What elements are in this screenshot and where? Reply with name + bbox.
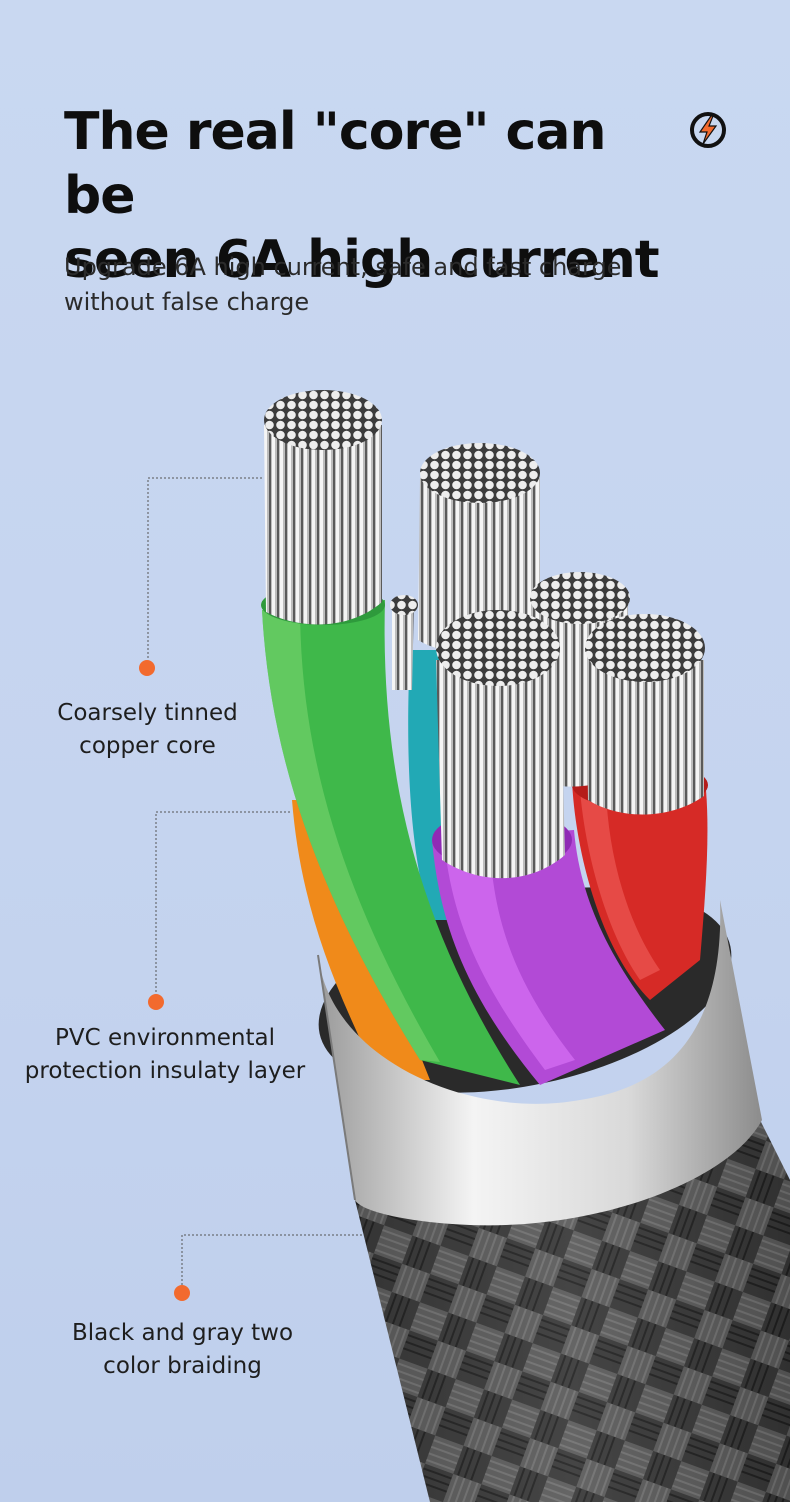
callout-label-braid: Black and gray two color braiding bbox=[45, 1317, 320, 1383]
callout-pvc-line-1: PVC environmental bbox=[55, 1025, 275, 1051]
callout-core-line-1: Coarsely tinned bbox=[57, 700, 238, 726]
callout-pvc-line-2: protection insulaty layer bbox=[24, 1058, 306, 1084]
page-subtitle: Upgrade 6A high current, safe and fast c… bbox=[64, 250, 684, 320]
lightning-bolt-icon bbox=[690, 112, 726, 148]
subtitle-line-2: without false charge bbox=[64, 288, 310, 316]
subtitle-line-1: Upgrade 6A high current, safe and fast c… bbox=[64, 253, 622, 281]
callout-braid-line-2: color braiding bbox=[103, 1353, 262, 1379]
callout-label-pvc: PVC environmental protection insulaty la… bbox=[15, 1022, 315, 1088]
callout-dot-pvc bbox=[148, 994, 164, 1010]
title-line-1: The real "core" can be bbox=[64, 102, 606, 226]
callout-braid-line-1: Black and gray two bbox=[71, 1320, 294, 1346]
page-title: The real "core" can be seen 6A high curr… bbox=[64, 100, 684, 292]
title-line-2: seen 6A high current bbox=[64, 230, 660, 290]
callout-core-line-2: copper core bbox=[79, 733, 216, 759]
callout-label-core: Coarsely tinned copper core bbox=[40, 697, 255, 763]
callout-dot-core bbox=[139, 660, 155, 676]
callout-dot-braid bbox=[174, 1285, 190, 1301]
